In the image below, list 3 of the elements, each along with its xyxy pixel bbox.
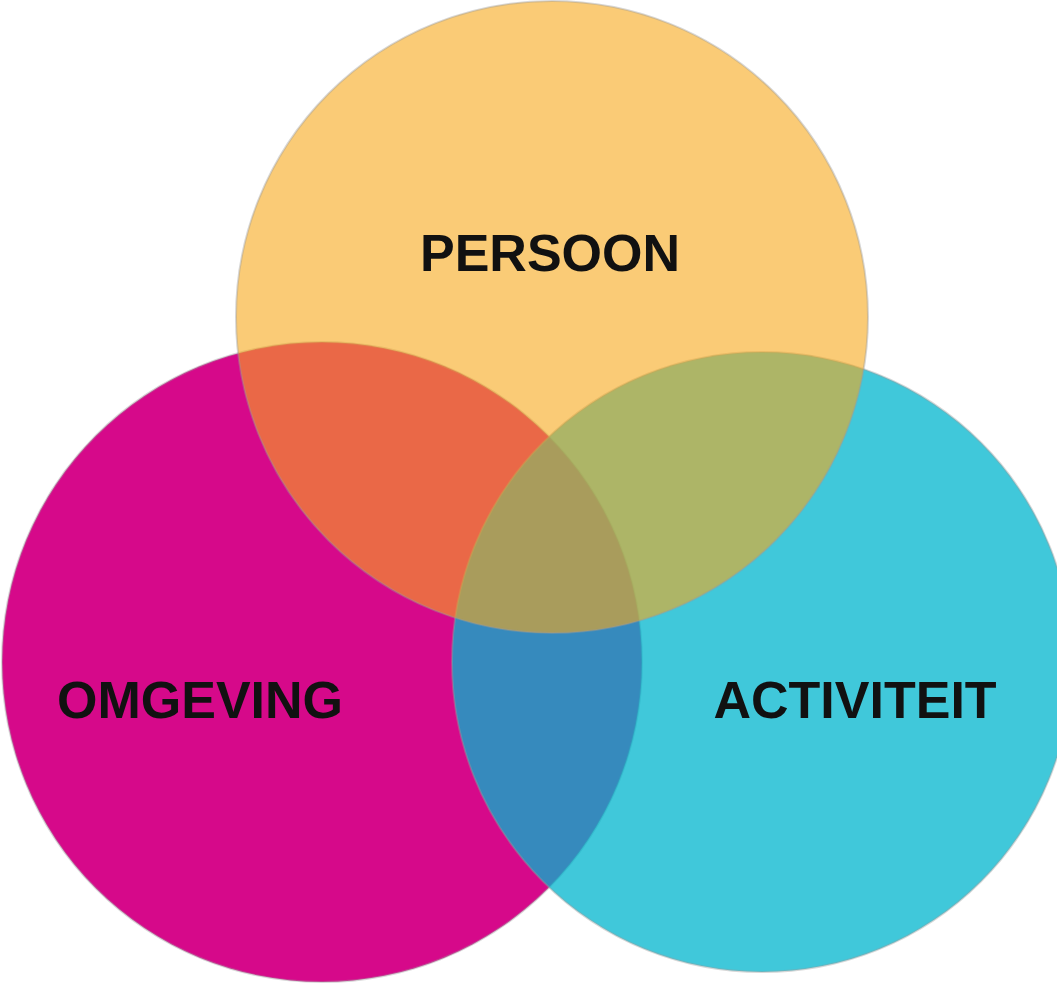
circle-label: OMGEVING bbox=[57, 670, 344, 730]
circle-label: ACTIVITEIT bbox=[713, 670, 997, 730]
circle-label: PERSOON bbox=[420, 223, 681, 283]
